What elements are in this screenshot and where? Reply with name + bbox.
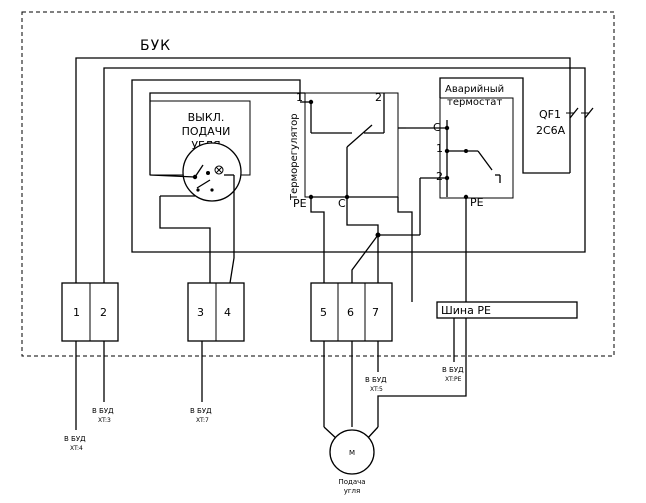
emergency-pin-2: 2 — [436, 170, 443, 183]
motor-caption-line2: угля — [344, 487, 361, 495]
terminal-block-1-2: 1 2 — [61, 282, 119, 342]
terminal-5-label: 5 — [320, 306, 327, 319]
ext-ref-t3: В БУД XT:7 — [190, 407, 212, 424]
block-title: БУК — [140, 38, 171, 54]
breaker-rating: 2C6A — [536, 124, 566, 137]
svg-text:В БУД: В БУД — [442, 366, 464, 374]
top-wiring — [75, 57, 586, 283]
svg-text:XT:3: XT:3 — [98, 417, 111, 424]
motor-icon — [329, 429, 375, 475]
pe-bus: Шина PE — [436, 301, 578, 319]
svg-text:В БУД: В БУД — [64, 435, 86, 443]
pe-bus-label: Шина PE — [441, 304, 491, 317]
emergency-label-line2: термостат — [447, 97, 502, 108]
switch-label-line2: ПОДАЧИ — [182, 125, 231, 138]
svg-text:XT:PE: XT:PE — [445, 376, 462, 383]
motor-caption-line1: Подача — [338, 478, 365, 486]
emergency-pin-pe: PE — [470, 196, 484, 209]
svg-text:XT:7: XT:7 — [196, 417, 209, 424]
coal-feed-switch: ВЫКЛ. ПОДАЧИ УГЛЯ — [149, 100, 251, 284]
svg-text:В БУД: В БУД — [92, 407, 114, 415]
thermoregulator: Терморегулятор 1 2 PE C — [289, 91, 399, 210]
terminal-1-label: 1 — [73, 306, 80, 319]
terminal-2-label: 2 — [100, 306, 107, 319]
emergency-thermostat: Аварийный термостат C 1 2 PE — [398, 84, 514, 302]
ext-ref-t1: В БУД XT:4 — [64, 435, 86, 452]
terminal-3-label: 3 — [197, 306, 204, 319]
lower-wiring — [310, 197, 420, 302]
outgoing-wiring — [75, 318, 467, 430]
terminal-6-label: 6 — [347, 306, 354, 319]
terminal-block-3-4: 3 4 — [187, 282, 245, 342]
thermoregulator-pin-2: 2 — [375, 91, 382, 104]
emergency-label-line1: Аварийный — [445, 84, 504, 95]
terminal-4-label: 4 — [224, 306, 231, 319]
thermoregulator-pin-c: C — [338, 197, 346, 210]
breaker-qf1: QF1 2C6A — [131, 77, 594, 253]
svg-text:XT:5: XT:5 — [370, 386, 383, 393]
motor-symbol: M — [349, 449, 355, 457]
switch-label-line1: ВЫКЛ. — [188, 111, 225, 124]
thermoregulator-pin-1: 1 — [296, 91, 303, 104]
ext-ref-pe: В БУД XT:PE — [442, 366, 464, 383]
svg-text:XT:4: XT:4 — [70, 445, 83, 452]
ext-ref-t7: В БУД XT:5 — [365, 376, 387, 393]
terminal-block-5-7: 5 6 7 — [310, 282, 393, 342]
terminal-7-label: 7 — [372, 306, 379, 319]
thermoregulator-label: Терморегулятор — [289, 113, 300, 201]
thermoregulator-pin-pe: PE — [293, 197, 307, 210]
svg-text:В БУД: В БУД — [365, 376, 387, 384]
ext-ref-t2: В БУД XT:3 — [92, 407, 114, 424]
lamp-icon — [214, 165, 224, 175]
emergency-pin-1: 1 — [436, 142, 443, 155]
svg-text:В БУД: В БУД — [190, 407, 212, 415]
coal-feed-motor: M Подача угля — [323, 426, 379, 495]
breaker-name: QF1 — [539, 108, 561, 121]
control-block-outline — [21, 11, 615, 357]
